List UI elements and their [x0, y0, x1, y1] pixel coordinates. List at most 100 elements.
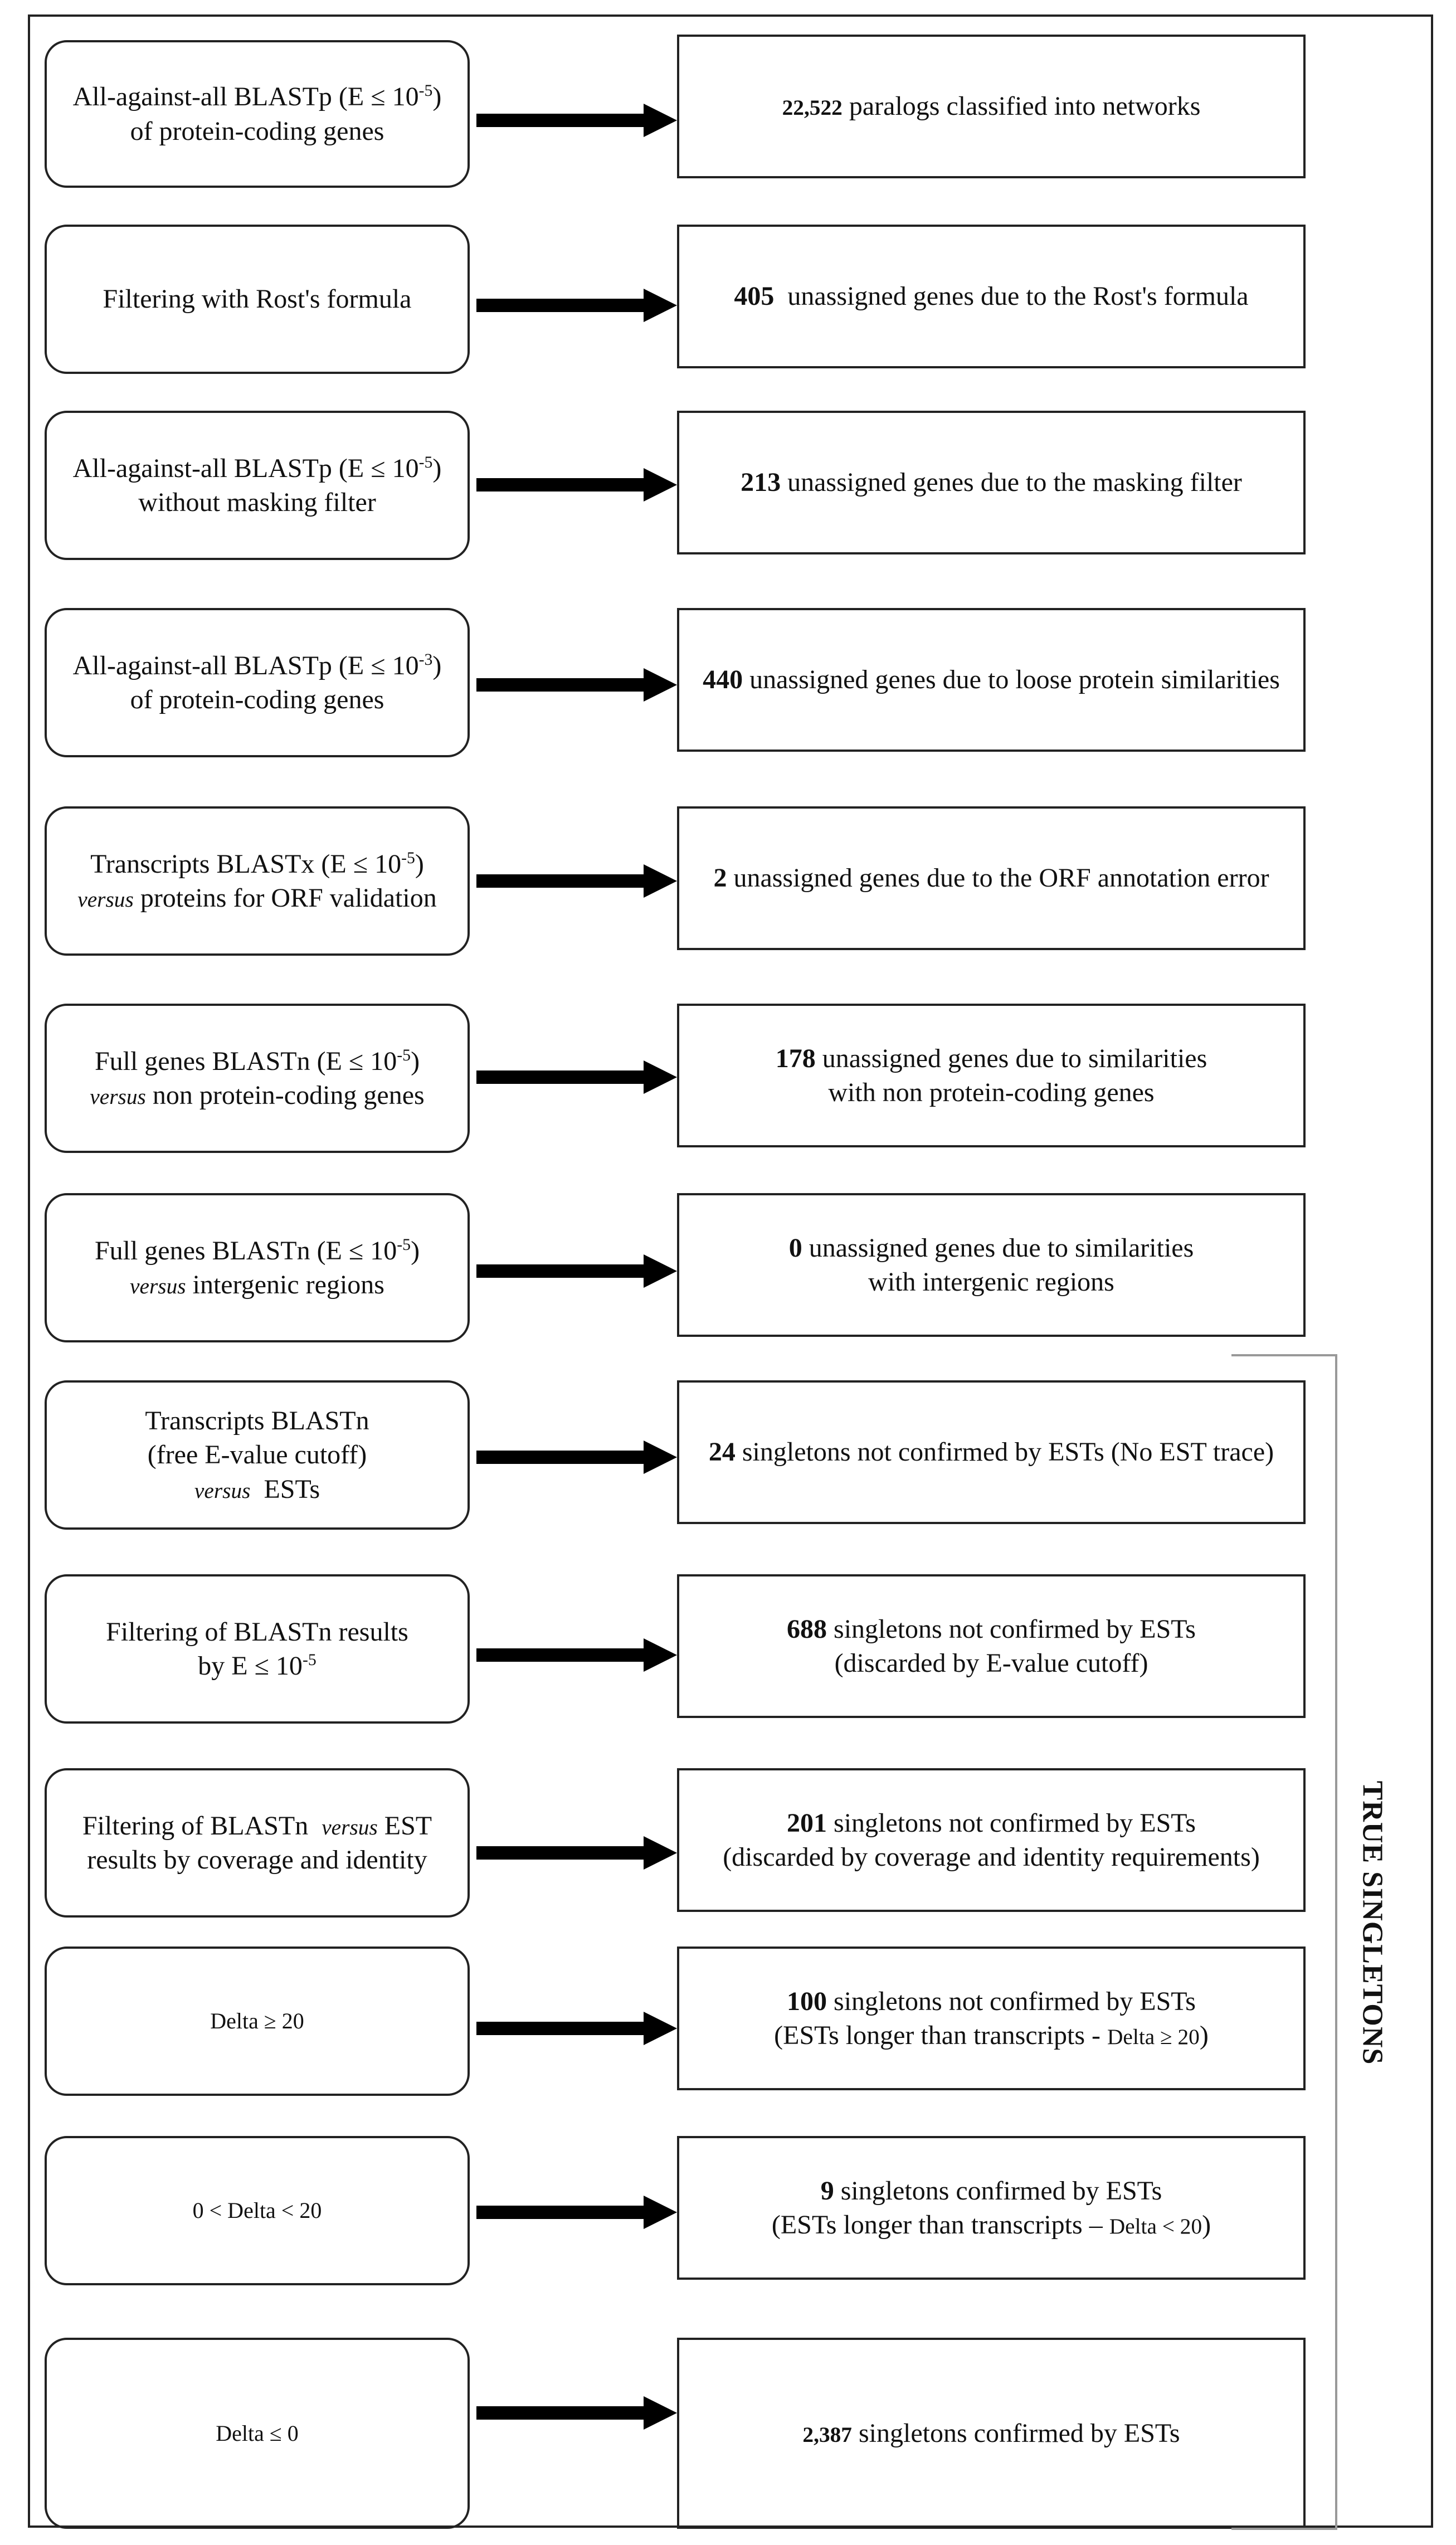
step-12-delta: Delta < 20	[1109, 2214, 1202, 2239]
step-11-arrow	[476, 2012, 677, 2045]
step-2-result-text: unassigned genes due to the Rost's formu…	[787, 281, 1249, 312]
step-6-count: 178	[775, 1043, 816, 1073]
step-5-result-text: unassigned genes due to the ORF annotati…	[733, 863, 1269, 893]
step-5-result: 2 unassigned genes due to the ORF annota…	[677, 806, 1306, 950]
step-11-delta: Delta ≥ 20	[1107, 2025, 1200, 2049]
step-10-arrow	[476, 1836, 677, 1870]
step-1-paren: )	[432, 82, 442, 112]
step-9-result: 688 singletons not confirmed by ESTs (di…	[677, 1574, 1306, 1718]
step-9-count: 688	[787, 1614, 827, 1644]
step-4-method-text: All-against-all BLASTp (E ≤ 10	[72, 650, 419, 680]
step-6-paren: )	[411, 1046, 420, 1076]
step-4-arrow	[476, 668, 677, 702]
step-8-method-text: Transcripts BLASTn	[145, 1405, 369, 1435]
step-11-count: 100	[787, 1986, 827, 2016]
step-1-result: 22,522 paralogs classified into networks	[677, 35, 1306, 178]
step-12-result-line2: (ESTs longer than transcripts –	[771, 2210, 1103, 2240]
step-11-method-text: Delta ≥ 20	[210, 2008, 304, 2034]
step-4-method: All-against-all BLASTp (E ≤ 10-3) of pro…	[45, 608, 470, 757]
step-4-paren: )	[432, 650, 442, 680]
step-2-arrow	[476, 289, 677, 322]
step-6-result-line2: with non protein-coding genes	[828, 1078, 1155, 1107]
step-3-paren: )	[432, 453, 442, 483]
step-5-exponent: -5	[401, 848, 415, 867]
step-13-count: 2,387	[802, 2422, 852, 2447]
step-10-method: Filtering of BLASTn versus EST results b…	[45, 1768, 470, 1918]
step-4-result-text: unassigned genes due to loose protein si…	[749, 665, 1280, 695]
step-5-count: 2	[713, 863, 727, 893]
step-2-result: 405 unassigned genes due to the Rost's f…	[677, 225, 1306, 368]
step-4-count: 440	[703, 665, 743, 695]
step-10-est: EST	[384, 1811, 432, 1841]
step-7-result: 0 unassigned genes due to similarities w…	[677, 1193, 1306, 1337]
step-6-versus: versus	[90, 1084, 146, 1109]
step-1-count: 22,522	[782, 95, 843, 120]
step-13-result-text: singletons confirmed by ESTs	[858, 2418, 1180, 2448]
step-6-method: Full genes BLASTn (E ≤ 10-5) versus non …	[45, 1004, 470, 1153]
step-7-paren: )	[411, 1235, 420, 1266]
step-12-method-text: 0 < Delta < 20	[192, 2198, 322, 2223]
step-12-arrow	[476, 2196, 677, 2229]
step-7-arrow	[476, 1254, 677, 1288]
step-5-arrow	[476, 864, 677, 898]
step-10-count: 201	[787, 1808, 827, 1838]
true-singletons-bracket	[1231, 1354, 1337, 2530]
step-10-versus: versus	[322, 1814, 378, 1840]
step-13-arrow	[476, 2396, 677, 2430]
step-5-versus: versus	[77, 887, 134, 912]
step-10-result-line2: (discarded by coverage and identity requ…	[723, 1842, 1260, 1872]
step-9-method-text: Filtering of BLASTn results	[106, 1617, 408, 1647]
step-11-result-text: singletons not confirmed by ESTs	[834, 1986, 1196, 2016]
step-3-arrow	[476, 468, 677, 502]
step-1-arrow	[476, 104, 677, 137]
step-4-result: 440 unassigned genes due to loose protei…	[677, 608, 1306, 752]
step-12-result-text: singletons confirmed by ESTs	[840, 2176, 1162, 2206]
step-6-exponent: -5	[397, 1045, 411, 1064]
step-3-method-line2: without masking filter	[138, 488, 376, 517]
step-6-result: 178 unassigned genes due to similarities…	[677, 1004, 1306, 1147]
step-7-method-line2: intergenic regions	[192, 1270, 384, 1300]
step-7-method: Full genes BLASTn (E ≤ 10-5) versus inte…	[45, 1193, 470, 1342]
step-9-method: Filtering of BLASTn results by E ≤ 10-5	[45, 1574, 470, 1724]
true-singletons-label: TRUE SINGLETONS	[1342, 1767, 1403, 2079]
step-9-method-line2: by E ≤ 10	[198, 1651, 303, 1681]
step-7-method-text: Full genes BLASTn (E ≤ 10	[94, 1235, 397, 1266]
step-13-result: 2,387 singletons confirmed by ESTs	[677, 2338, 1306, 2529]
step-6-method-line2: non protein-coding genes	[152, 1081, 425, 1110]
step-1-method-text: All-against-all BLASTp (E ≤ 10	[72, 82, 419, 112]
step-3-count: 213	[741, 468, 781, 498]
step-10-method-text: Filtering of BLASTn	[82, 1811, 309, 1841]
step-9-arrow	[476, 1638, 677, 1672]
step-6-result-text: unassigned genes due to similarities	[822, 1043, 1207, 1073]
step-13-method: Delta ≤ 0	[45, 2338, 470, 2529]
step-8-method-line2: (free E-value cutoff)	[147, 1440, 367, 1470]
step-2-method-text: Filtering with Rost's formula	[103, 284, 412, 314]
step-7-result-text: unassigned genes due to similarities	[809, 1233, 1194, 1263]
step-4-exponent: -3	[418, 650, 433, 669]
step-3-method: All-against-all BLASTp (E ≤ 10-5) withou…	[45, 411, 470, 560]
step-10-method-line2: results by coverage and identity	[87, 1845, 427, 1875]
step-4-method-line2: of protein-coding genes	[130, 685, 384, 714]
step-3-exponent: -5	[418, 452, 433, 471]
step-3-method-text: All-against-all BLASTp (E ≤ 10	[72, 453, 419, 483]
step-1-exponent: -5	[418, 81, 433, 100]
step-5-method: Transcripts BLASTx (E ≤ 10-5) versus pro…	[45, 806, 470, 956]
step-5-method-line2: proteins for ORF validation	[140, 883, 437, 913]
step-8-result-text: singletons not confirmed by ESTs (No EST…	[742, 1437, 1274, 1467]
step-6-arrow	[476, 1060, 677, 1094]
step-11-method: Delta ≥ 20	[45, 1947, 470, 2096]
step-1-method-line2: of protein-coding genes	[130, 116, 384, 146]
step-11-result: 100 singletons not confirmed by ESTs (ES…	[677, 1947, 1306, 2090]
step-7-count: 0	[788, 1233, 802, 1263]
step-12-method: 0 < Delta < 20	[45, 2136, 470, 2285]
step-9-exponent: -5	[302, 1651, 316, 1669]
step-2-method: Filtering with Rost's formula	[45, 225, 470, 374]
step-8-versus: versus	[194, 1478, 251, 1503]
step-5-method-text: Transcripts BLASTx (E ≤ 10	[90, 849, 402, 879]
step-12-count: 9	[820, 2176, 834, 2206]
step-10-result-text: singletons not confirmed by ESTs	[834, 1808, 1196, 1838]
step-3-result-text: unassigned genes due to the masking filt…	[787, 468, 1242, 498]
step-12-result: 9 singletons confirmed by ESTs (ESTs lon…	[677, 2136, 1306, 2280]
step-6-method-text: Full genes BLASTn (E ≤ 10	[94, 1046, 397, 1076]
step-1-method: All-against-all BLASTp (E ≤ 10-5) of pro…	[45, 40, 470, 188]
